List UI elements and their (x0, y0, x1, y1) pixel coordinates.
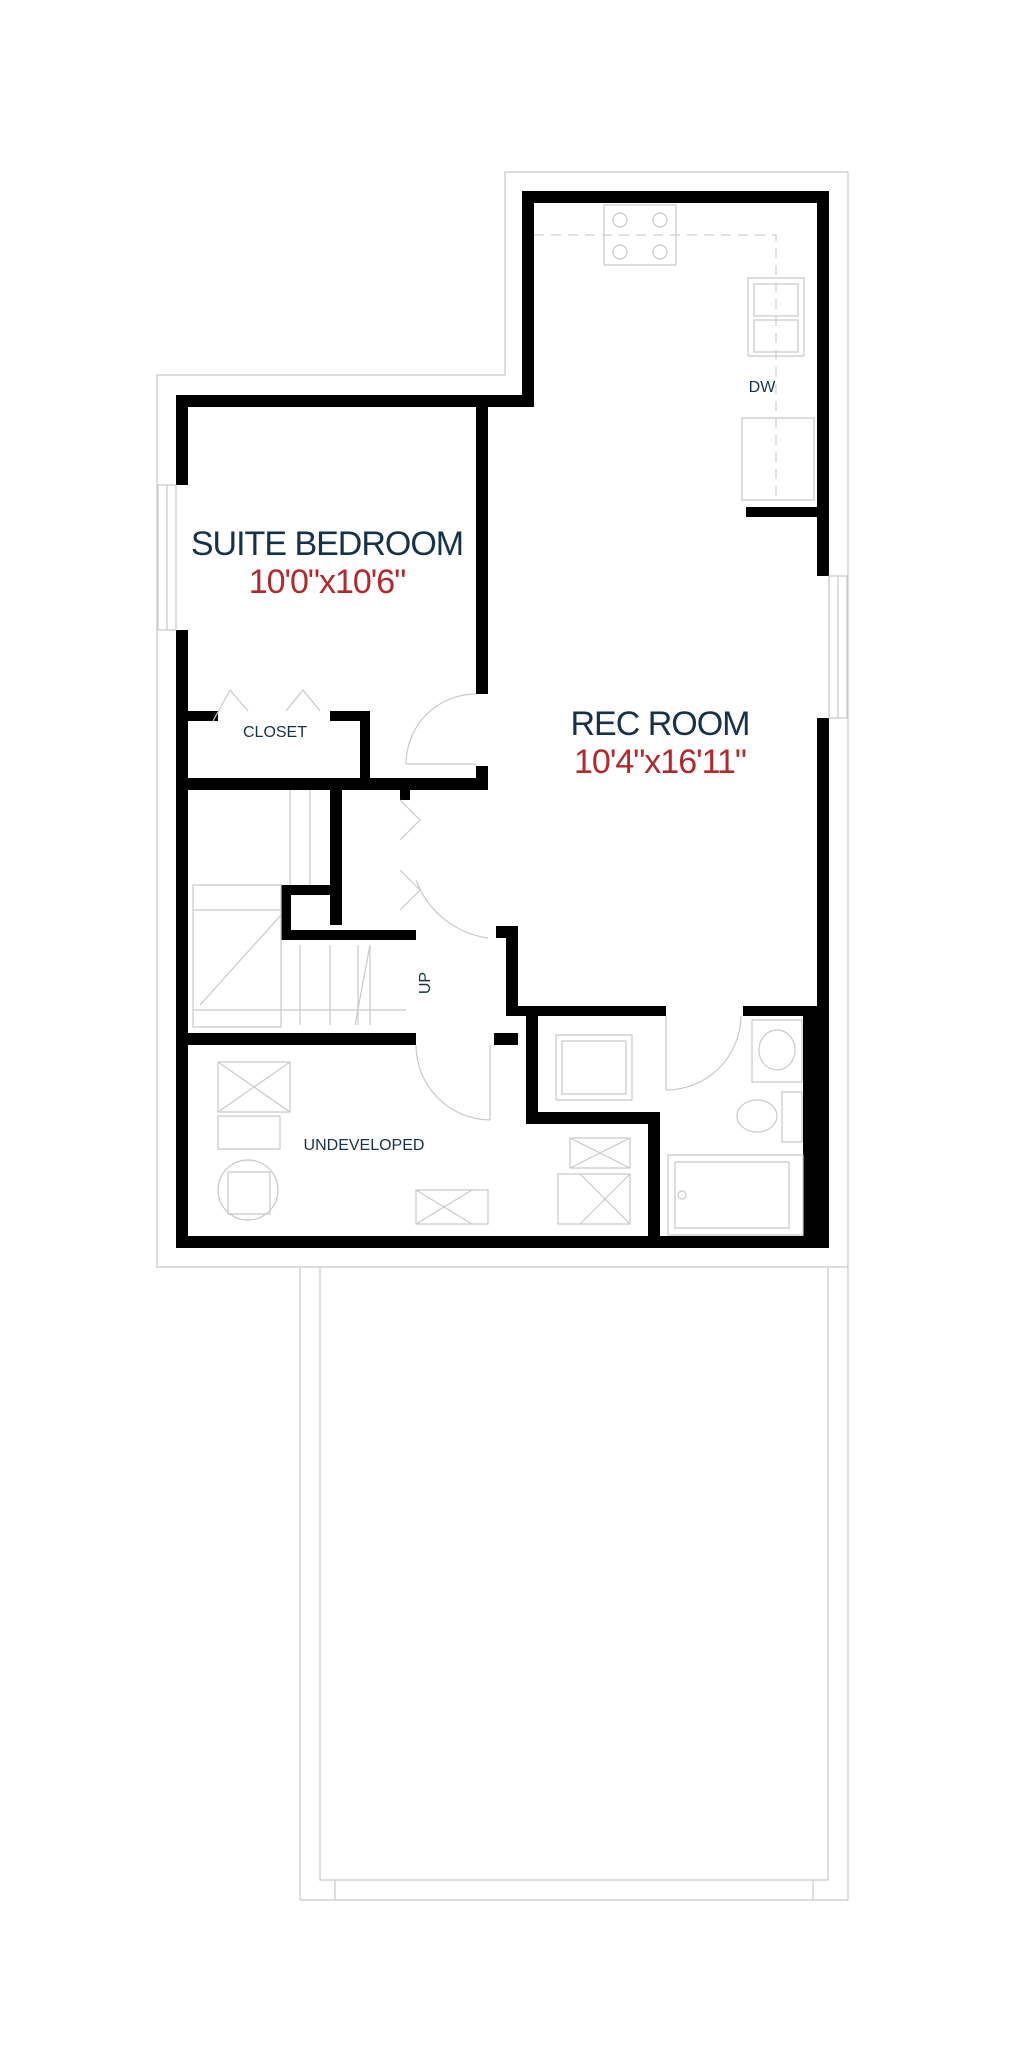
kitchen-counter (534, 204, 815, 501)
suite-bedroom-name: SUITE BEDROOM (191, 525, 463, 563)
utility-fixtures (217, 1061, 631, 1225)
suite-bedroom-dimensions: 10'0"x10'6" (249, 563, 406, 601)
bathroom-fixtures (555, 1019, 804, 1236)
exterior-outline (156, 171, 849, 1901)
dishwasher-label: DW (749, 379, 777, 396)
doors (212, 688, 742, 1121)
rec-room-dimensions: 10'4"x16'11" (574, 743, 746, 781)
rec-room-name: REC ROOM (571, 705, 750, 743)
stairs-up-label: UP (417, 972, 434, 994)
walls (176, 191, 829, 1248)
undeveloped-label: UNDEVELOPED (304, 1137, 425, 1154)
closet-label: CLOSET (243, 724, 307, 741)
stairs (192, 790, 406, 1028)
windows (157, 484, 848, 719)
